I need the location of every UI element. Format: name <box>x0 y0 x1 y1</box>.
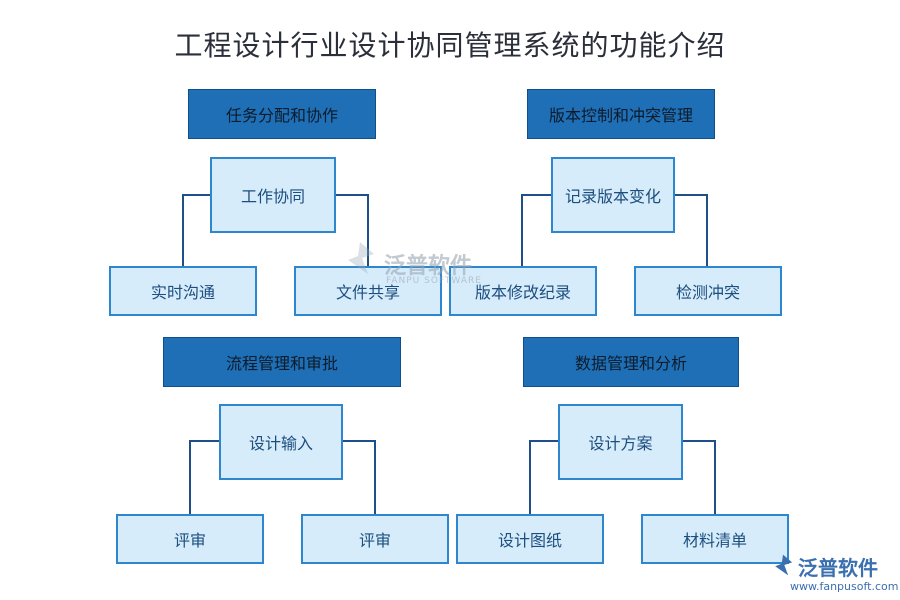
connector-s3-left <box>189 440 219 514</box>
node-right-process: 评审 <box>301 514 449 564</box>
node-left-data: 设计图纸 <box>456 514 604 564</box>
node-center-process: 设计输入 <box>219 404 343 480</box>
connector-s2-right <box>675 194 708 266</box>
node-right-task: 文件共享 <box>294 266 442 316</box>
node-center-version: 记录版本变化 <box>551 157 675 233</box>
connector-s1-right <box>336 194 369 266</box>
node-right-data: 材料清单 <box>641 514 789 564</box>
connector-s2-left <box>521 194 551 266</box>
diagram-title: 工程设计行业设计协同管理系统的功能介绍 <box>174 29 726 62</box>
section-header-data: 数据管理和分析 <box>523 337 739 387</box>
connector-s4-left <box>529 440 558 514</box>
connector-s3-right <box>343 440 376 514</box>
node-left-task: 实时沟通 <box>109 266 257 316</box>
node-left-version: 版本修改纪录 <box>449 266 597 316</box>
connector-s1-left <box>182 194 210 266</box>
connector-s4-right <box>683 440 716 514</box>
section-header-task: 任务分配和协作 <box>188 89 376 139</box>
node-left-process: 评审 <box>116 514 264 564</box>
section-header-process: 流程管理和审批 <box>163 337 401 387</box>
watermark-name: 泛普软件 <box>384 254 473 279</box>
watermark-logo-icon <box>348 242 374 274</box>
section-header-version: 版本控制和冲突管理 <box>527 89 715 139</box>
node-right-version: 检测冲突 <box>634 266 782 316</box>
logo-name: 泛普软件 <box>798 556 878 580</box>
fanpu-logo-icon <box>775 554 793 576</box>
node-center-task: 工作协同 <box>210 157 336 233</box>
logo-url: www.fanpusoft.com <box>790 580 899 593</box>
watermark-sub: FANPU SOFTWARE <box>386 276 482 286</box>
node-center-data: 设计方案 <box>558 404 683 480</box>
